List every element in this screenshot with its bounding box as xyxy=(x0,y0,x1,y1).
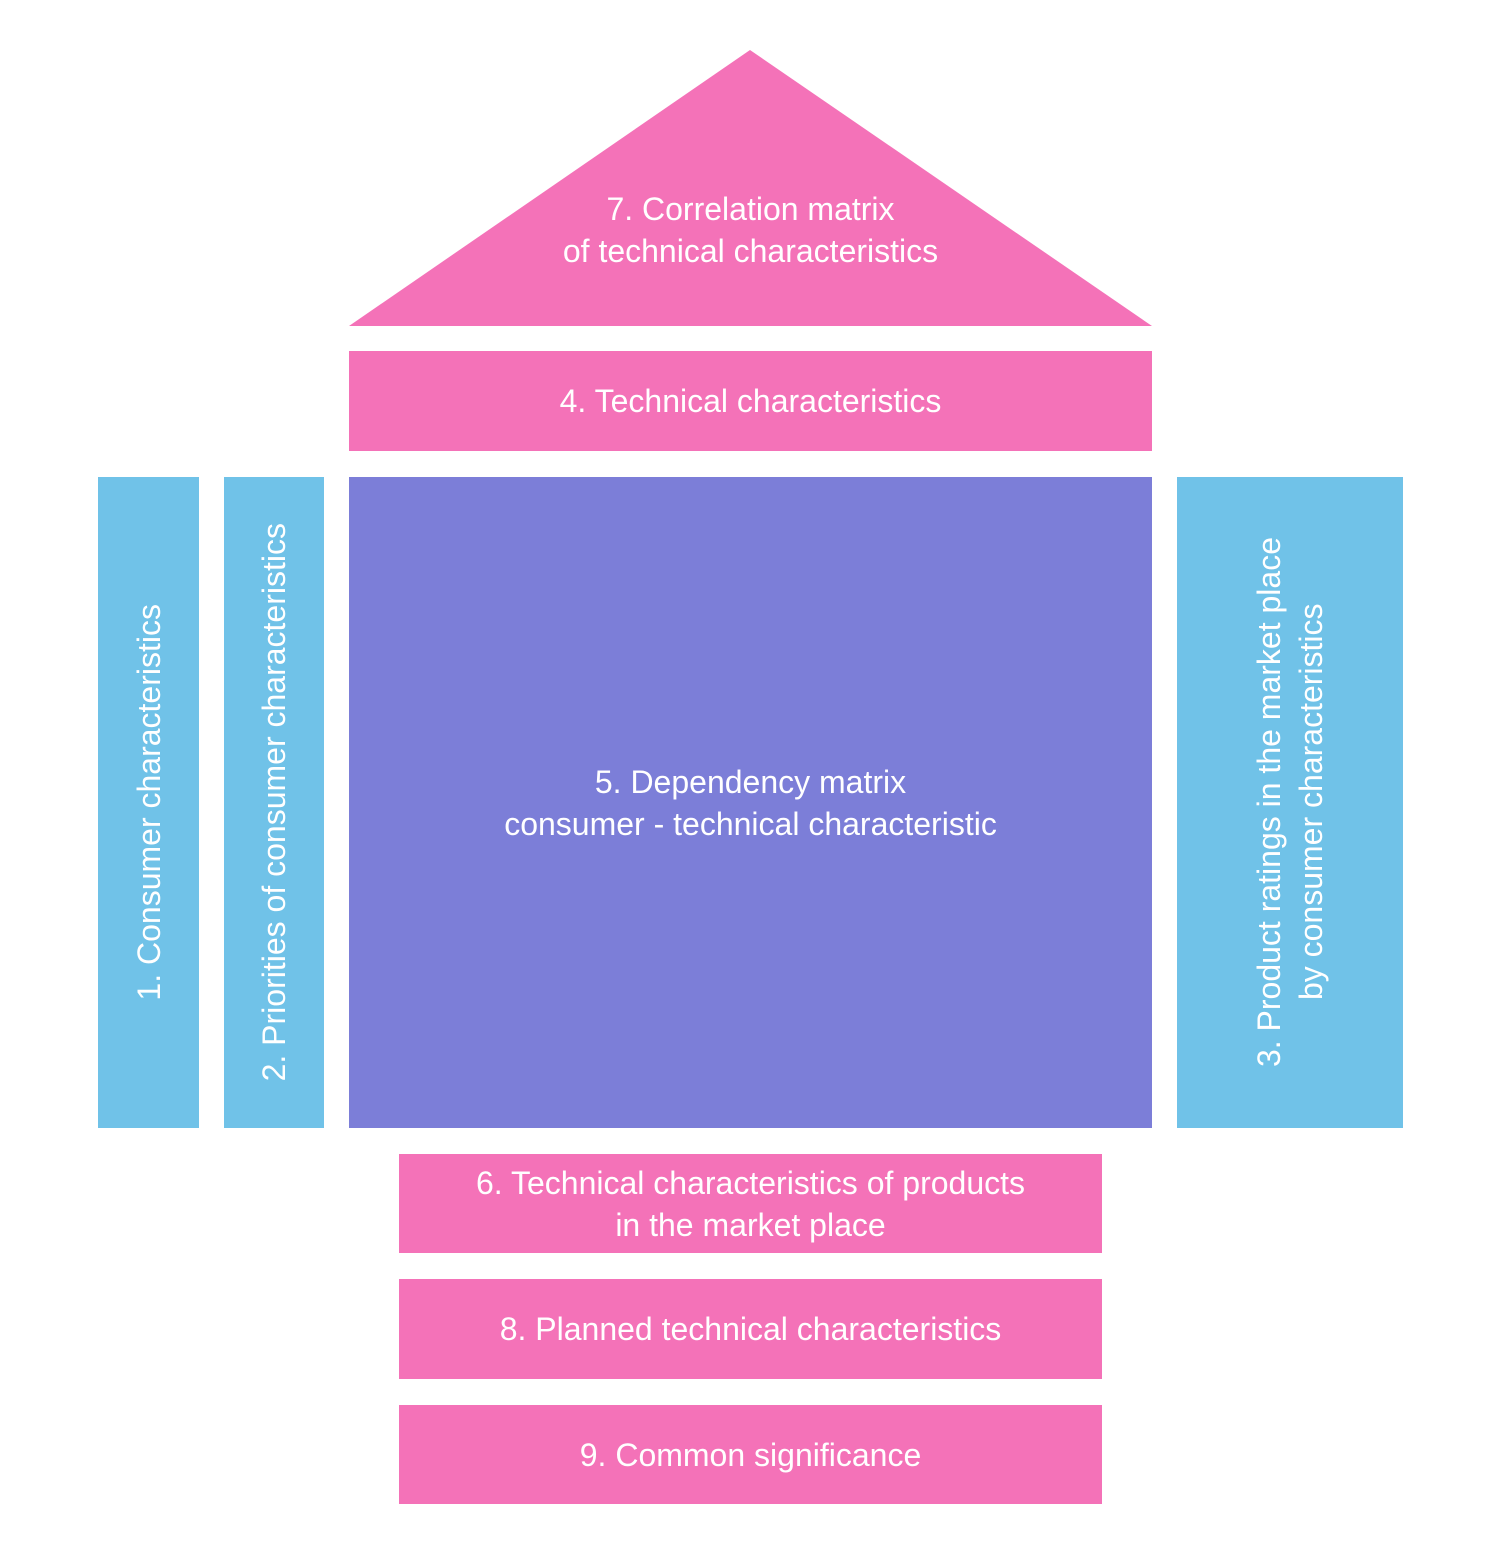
product-ratings-block: 3. Product ratings in the market place b… xyxy=(1177,477,1403,1128)
correlation-matrix-label: 7. Correlation matrix of technical chara… xyxy=(349,180,1152,280)
common-significance-block: 9. Common significance xyxy=(399,1405,1102,1504)
market-products-block: 6. Technical characteristics of products… xyxy=(399,1154,1102,1253)
label-line: 3. Product ratings in the market place xyxy=(1251,537,1287,1068)
label-line: 6. Technical characteristics of products xyxy=(476,1164,1025,1201)
label-line: 4. Technical characteristics xyxy=(559,383,942,419)
label-line: of technical characteristics xyxy=(562,233,939,269)
label-line: 7. Correlation matrix xyxy=(606,191,895,227)
planned-characteristics-block: 8. Planned technical characteristics xyxy=(399,1279,1102,1379)
priorities-block: 2. Priorities of consumer characteristic… xyxy=(224,477,324,1128)
consumer-characteristics-block: 1. Consumer characteristics xyxy=(98,477,199,1128)
label-line: 2. Priorities of consumer characteristic… xyxy=(256,523,292,1082)
dependency-matrix-block: 5. Dependency matrix consumer - technica… xyxy=(349,477,1152,1128)
correlation-matrix-roof xyxy=(349,50,1152,326)
label-line: 9. Common significance xyxy=(579,1436,922,1473)
label-line: in the market place xyxy=(615,1206,886,1243)
label-line: 8. Planned technical characteristics xyxy=(499,1311,1002,1347)
technical-characteristics-block: 4. Technical characteristics xyxy=(349,351,1152,451)
label-line: by consumer characteristics xyxy=(1293,604,1329,1001)
label-line: 1. Consumer characteristics xyxy=(130,604,167,1001)
label-line: consumer - technical characteristic xyxy=(504,805,997,842)
label-line: 5. Dependency matrix xyxy=(594,763,907,800)
